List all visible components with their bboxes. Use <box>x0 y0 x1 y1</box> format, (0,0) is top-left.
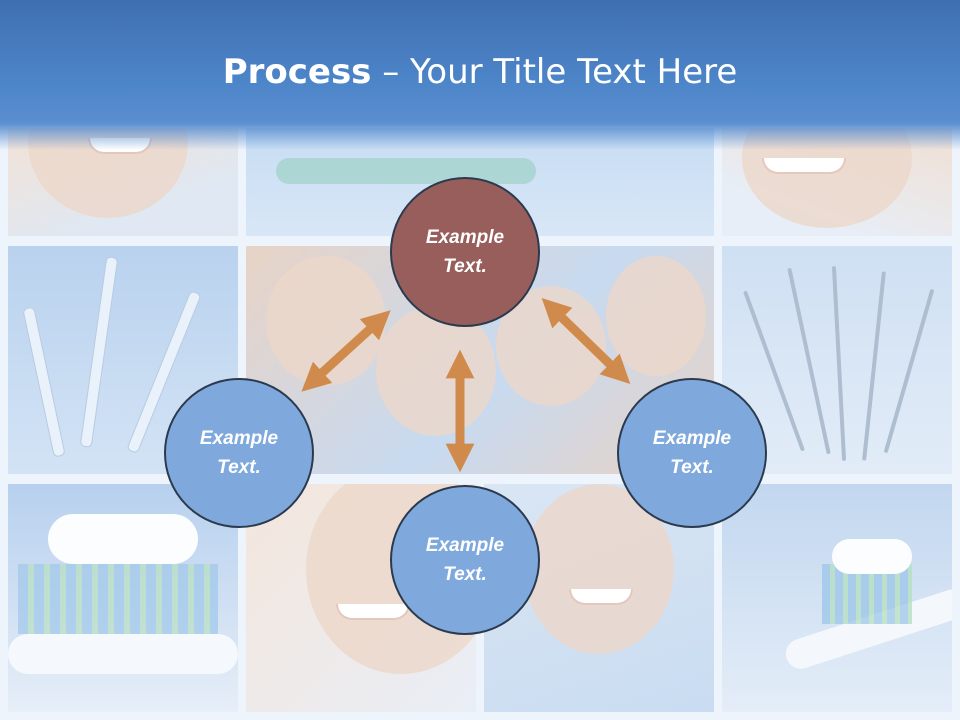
title-rest: – Your Title Text Here <box>371 52 738 92</box>
photo-tile-toothpaste-brush <box>8 484 238 712</box>
node-text-line1: Example <box>425 535 505 556</box>
photo-tile-toothbrush-paste <box>722 484 952 712</box>
node-text-line1: Example <box>199 428 279 449</box>
title-bold: Process <box>222 52 372 92</box>
node-text-line2: Text. <box>443 256 487 277</box>
photo-tile-woman-smile <box>246 484 476 712</box>
node-text-line2: Text. <box>443 564 487 585</box>
header-band <box>0 0 960 150</box>
node-text-line2: Text. <box>217 457 261 478</box>
slide-title: Process – Your Title Text Here <box>0 52 960 92</box>
node-text-line1: Example <box>652 428 732 449</box>
node-text-line1: Example <box>425 227 505 248</box>
node-text-line2: Text. <box>670 457 714 478</box>
